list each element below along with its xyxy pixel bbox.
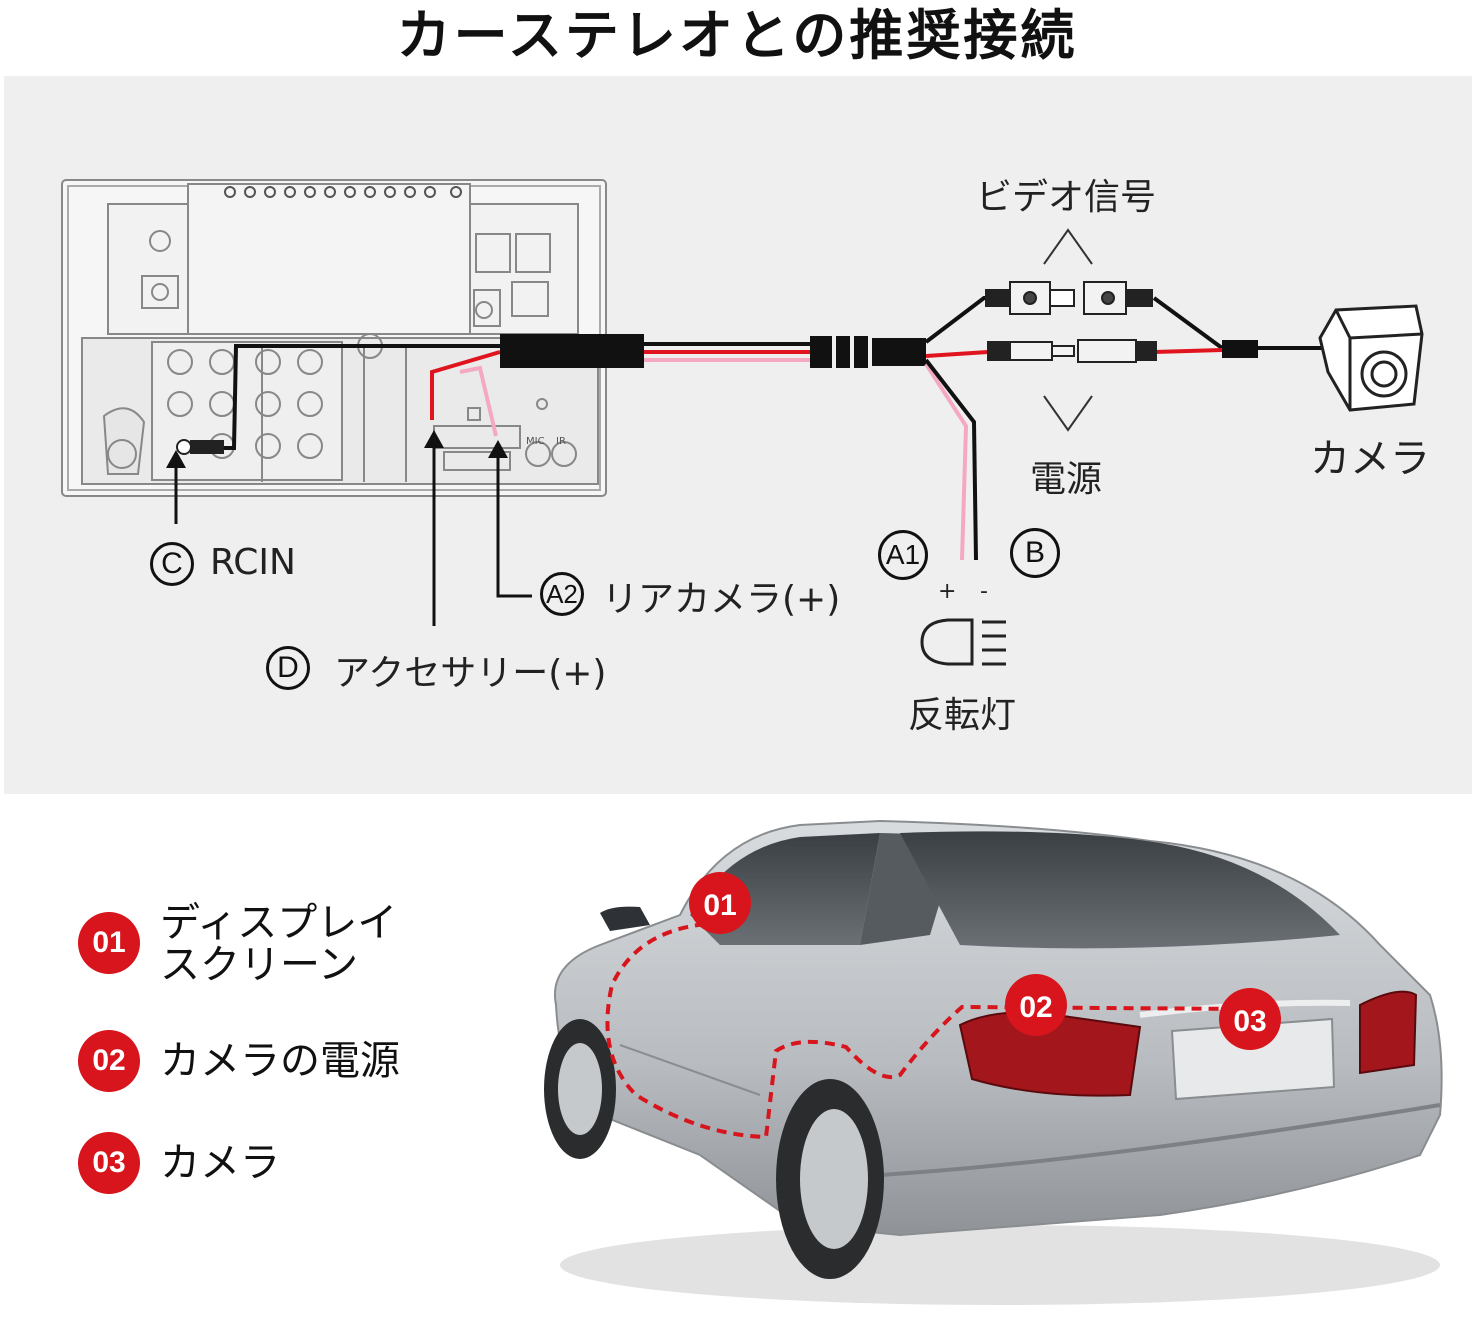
camera-icon [1318,304,1424,412]
legend-badge-02: 02 [78,1030,140,1092]
legend-badge-03: 03 [78,1132,140,1194]
harness-cable [644,342,810,362]
head-unit-top-pins [224,186,462,198]
car-taillight-right [1359,990,1418,1075]
branch-wires [924,296,1324,561]
car-badge-02-circle [1005,974,1067,1036]
head-unit-holes [167,349,323,459]
minus-sign: - [980,579,988,604]
marker-a1: A1 [878,530,928,580]
marker-a2-label: リアカメラ(+) [602,579,841,620]
car-rear-wheel-rim [800,1109,868,1249]
harness-connector [810,336,926,368]
head-unit-rear [61,179,607,497]
car-side-mirror [600,906,650,931]
reverse-light-icon [920,618,1006,666]
camera-cable-junction [1222,340,1258,358]
legend-label-03: カメラ [160,1140,280,1186]
power-label: 電源 [1030,459,1103,500]
power-chevron [1043,395,1093,432]
marker-leader-lines [174,440,532,626]
legend-label-01-line1: ディスプレイ [160,900,398,946]
car-taillight-left [958,1011,1142,1097]
marker-d: D [266,646,310,690]
car-badge-03-circle [1219,988,1281,1050]
ir-label: IR [556,436,566,447]
car-illustration: 01 02 03 [544,819,1443,1305]
car-rear-windshield [900,831,1340,949]
plus-sign: + [938,579,956,604]
car-badge-02: 02 [1019,991,1052,1024]
car-badge-01: 01 [703,889,736,922]
wiring-diagram: MIC IR [61,179,1424,666]
marker-d-label: アクセサリー(+) [334,653,607,694]
marker-arrowheads [166,430,508,468]
legend-label-01-line2: スクリーン [160,942,358,988]
legend-badge-01: 01 [78,912,140,974]
marker-b: B [1010,528,1060,578]
video-rca-plugs [985,281,1153,315]
internal-wires [222,344,501,450]
marker-a2: A2 [540,572,584,616]
power-dc-plugs [987,339,1157,363]
legend-label-02: カメラの電源 [160,1038,400,1084]
video-signal-label: ビデオ信号 [976,177,1157,218]
car-badge-03: 03 [1233,1005,1266,1038]
car-front-wheel-rim [558,1043,602,1135]
wiring-diagram-panel: MIC IR [4,76,1472,794]
video-signal-chevron [1043,228,1093,265]
marker-c: C [150,542,194,586]
reverse-light-label: 反転灯 [908,695,1017,736]
rca-in-jack [176,439,192,455]
car-bumper-line [879,1103,1441,1177]
page-title: カーステレオとの推奨接続 [396,4,1078,67]
car-door-line [619,1044,761,1096]
mic-label: MIC [526,436,545,447]
rca-in-plug [190,440,224,454]
marker-c-label: RCIN [210,542,296,583]
harness-block [500,334,644,368]
car-shadow [560,1225,1440,1305]
wiring-route-dashed [605,921,1251,1140]
camera-label: カメラ [1310,436,1430,482]
car-badge-01-circle [689,872,751,934]
